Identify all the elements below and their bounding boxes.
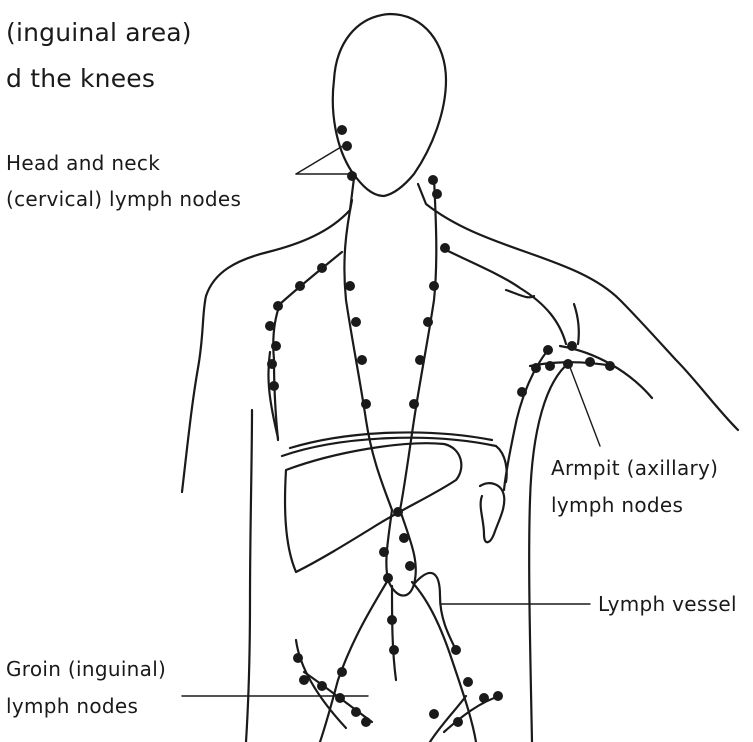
right-arm-inner: [529, 362, 570, 742]
vessel-left-shoulder: [273, 252, 342, 440]
connector-armpit: [568, 362, 600, 446]
head-outline: [333, 14, 446, 196]
vessel-right-shoulder: [442, 248, 566, 344]
spleen-outline: [480, 483, 504, 542]
right-chest-crease: [574, 304, 579, 344]
vessel-right-arm: [504, 350, 548, 490]
right-armpit-curve: [560, 346, 652, 398]
body-outline-right: [418, 184, 738, 430]
liver-outline: [285, 443, 461, 572]
vessel-lower-left: [320, 580, 388, 742]
left-torso-side: [246, 410, 252, 742]
vessel-left-neck: [344, 200, 392, 510]
connector-head-neck-2: [296, 144, 346, 174]
vessel-lower-loop: [414, 573, 456, 650]
vessel-lower-right: [412, 582, 476, 742]
vessel-lower-mid: [392, 586, 396, 680]
vessel-right-neck: [400, 178, 436, 510]
